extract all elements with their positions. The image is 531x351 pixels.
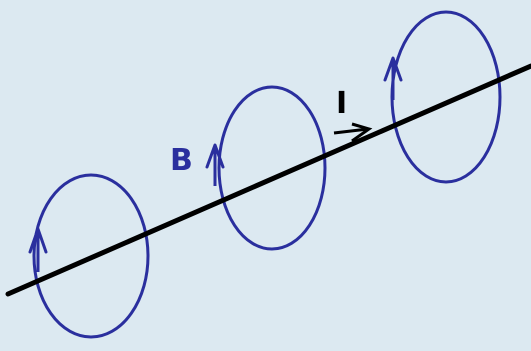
current-wire (5, 63, 531, 297)
field-loop-2-arrow (205, 143, 225, 169)
field-loop-2-ring (217, 85, 327, 251)
field-loop-3 (383, 10, 502, 184)
field-label-b: B (170, 143, 193, 178)
field-loop-1 (28, 173, 150, 339)
current-label-i: I (336, 86, 347, 121)
field-loop-1-arrow (28, 227, 48, 254)
field-loop-3-arrow (383, 56, 403, 82)
field-loop-2 (205, 85, 327, 251)
current-direction-arrow (333, 122, 373, 143)
field-loop-1-ring (32, 173, 150, 339)
field-loop-3-ring (390, 10, 502, 184)
